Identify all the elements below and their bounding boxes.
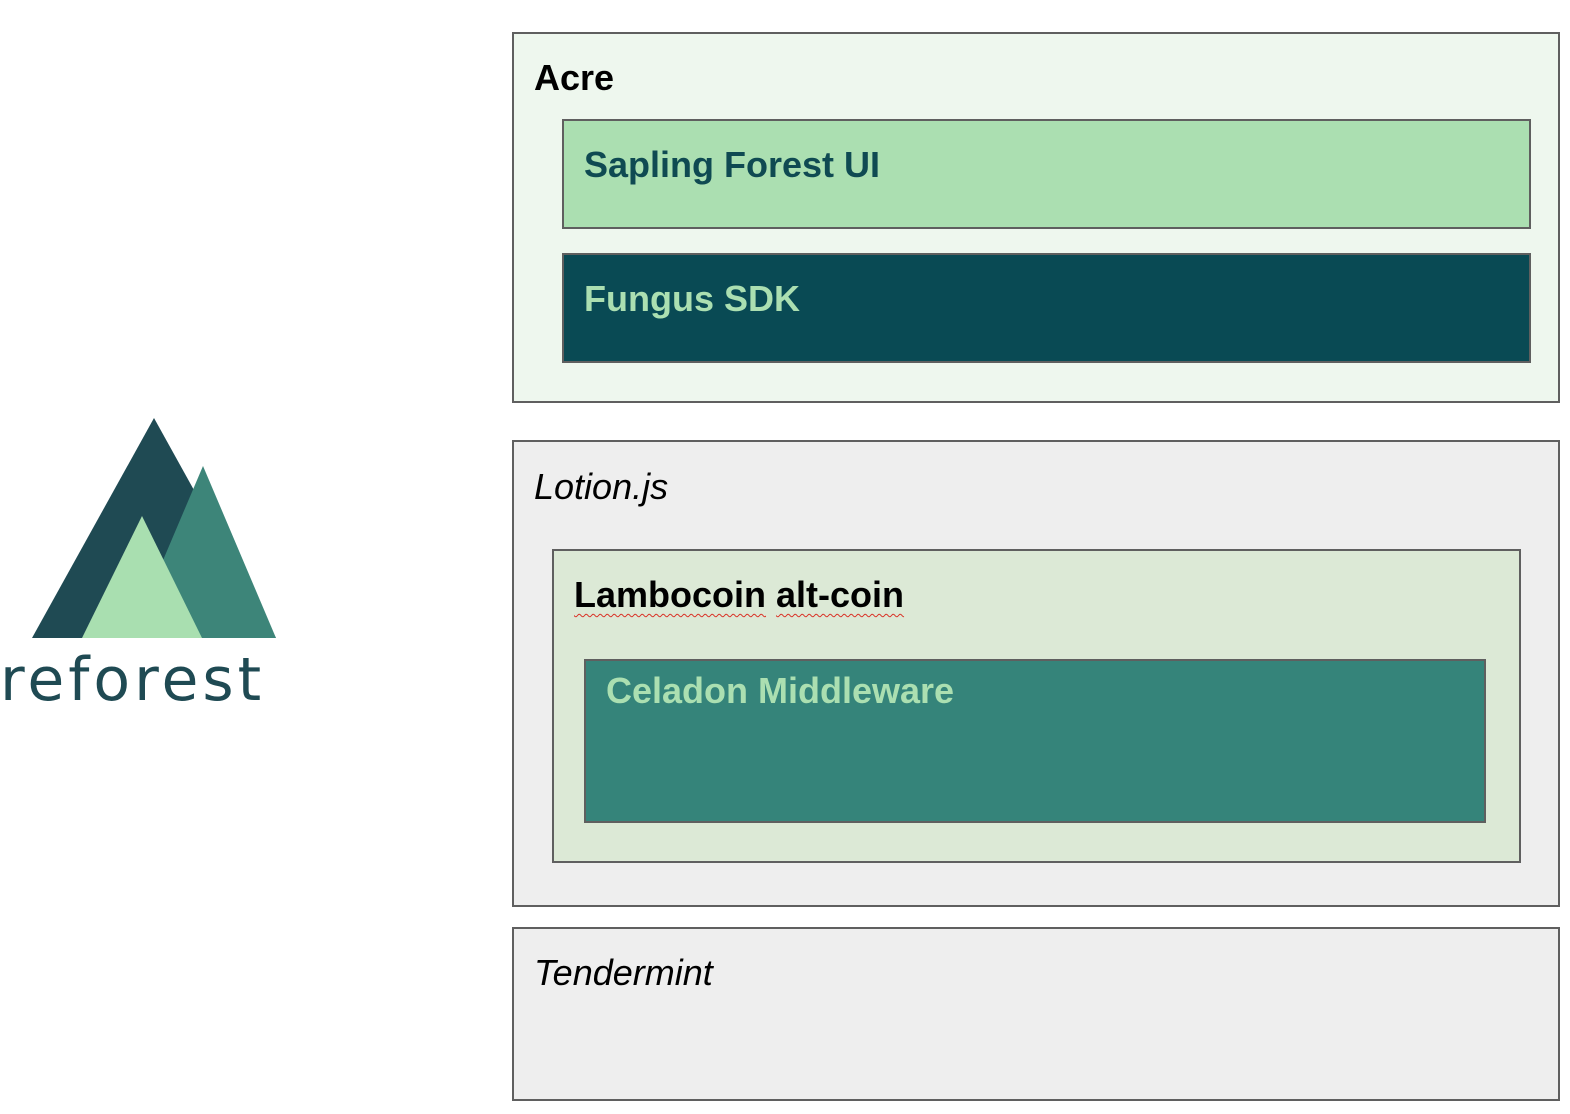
lotion-js-layer: Lotion.js Lambocoin alt-coin Celadon Mid…: [512, 440, 1560, 907]
tendermint-title: Tendermint: [534, 952, 713, 993]
acre-layer: Acre Sapling Forest UI Fungus SDK: [512, 32, 1560, 403]
alt-coin-word: alt-coin: [776, 574, 905, 615]
sapling-forest-ui-title: Sapling Forest UI: [584, 144, 881, 185]
acre-title: Acre: [534, 57, 615, 98]
celadon-middleware-box: Celadon Middleware: [584, 659, 1486, 823]
fungus-sdk-box: Fungus SDK: [562, 253, 1531, 363]
celadon-middleware-title: Celadon Middleware: [606, 670, 955, 711]
lambocoin-word: Lambocoin: [574, 574, 767, 615]
tendermint-layer: Tendermint: [512, 927, 1560, 1101]
logo-wordmark: reforest: [0, 645, 266, 715]
lambocoin-title: Lambocoin alt-coin: [574, 577, 904, 613]
light-mountain-shape: [82, 516, 202, 638]
sapling-forest-ui-box: Sapling Forest UI: [562, 119, 1531, 229]
lambocoin-box: Lambocoin alt-coin Celadon Middleware: [552, 549, 1521, 863]
lotion-js-title: Lotion.js: [534, 466, 669, 507]
reforest-logo: reforest: [0, 412, 310, 712]
fungus-sdk-title: Fungus SDK: [584, 278, 800, 319]
mountains-icon: [32, 418, 276, 638]
